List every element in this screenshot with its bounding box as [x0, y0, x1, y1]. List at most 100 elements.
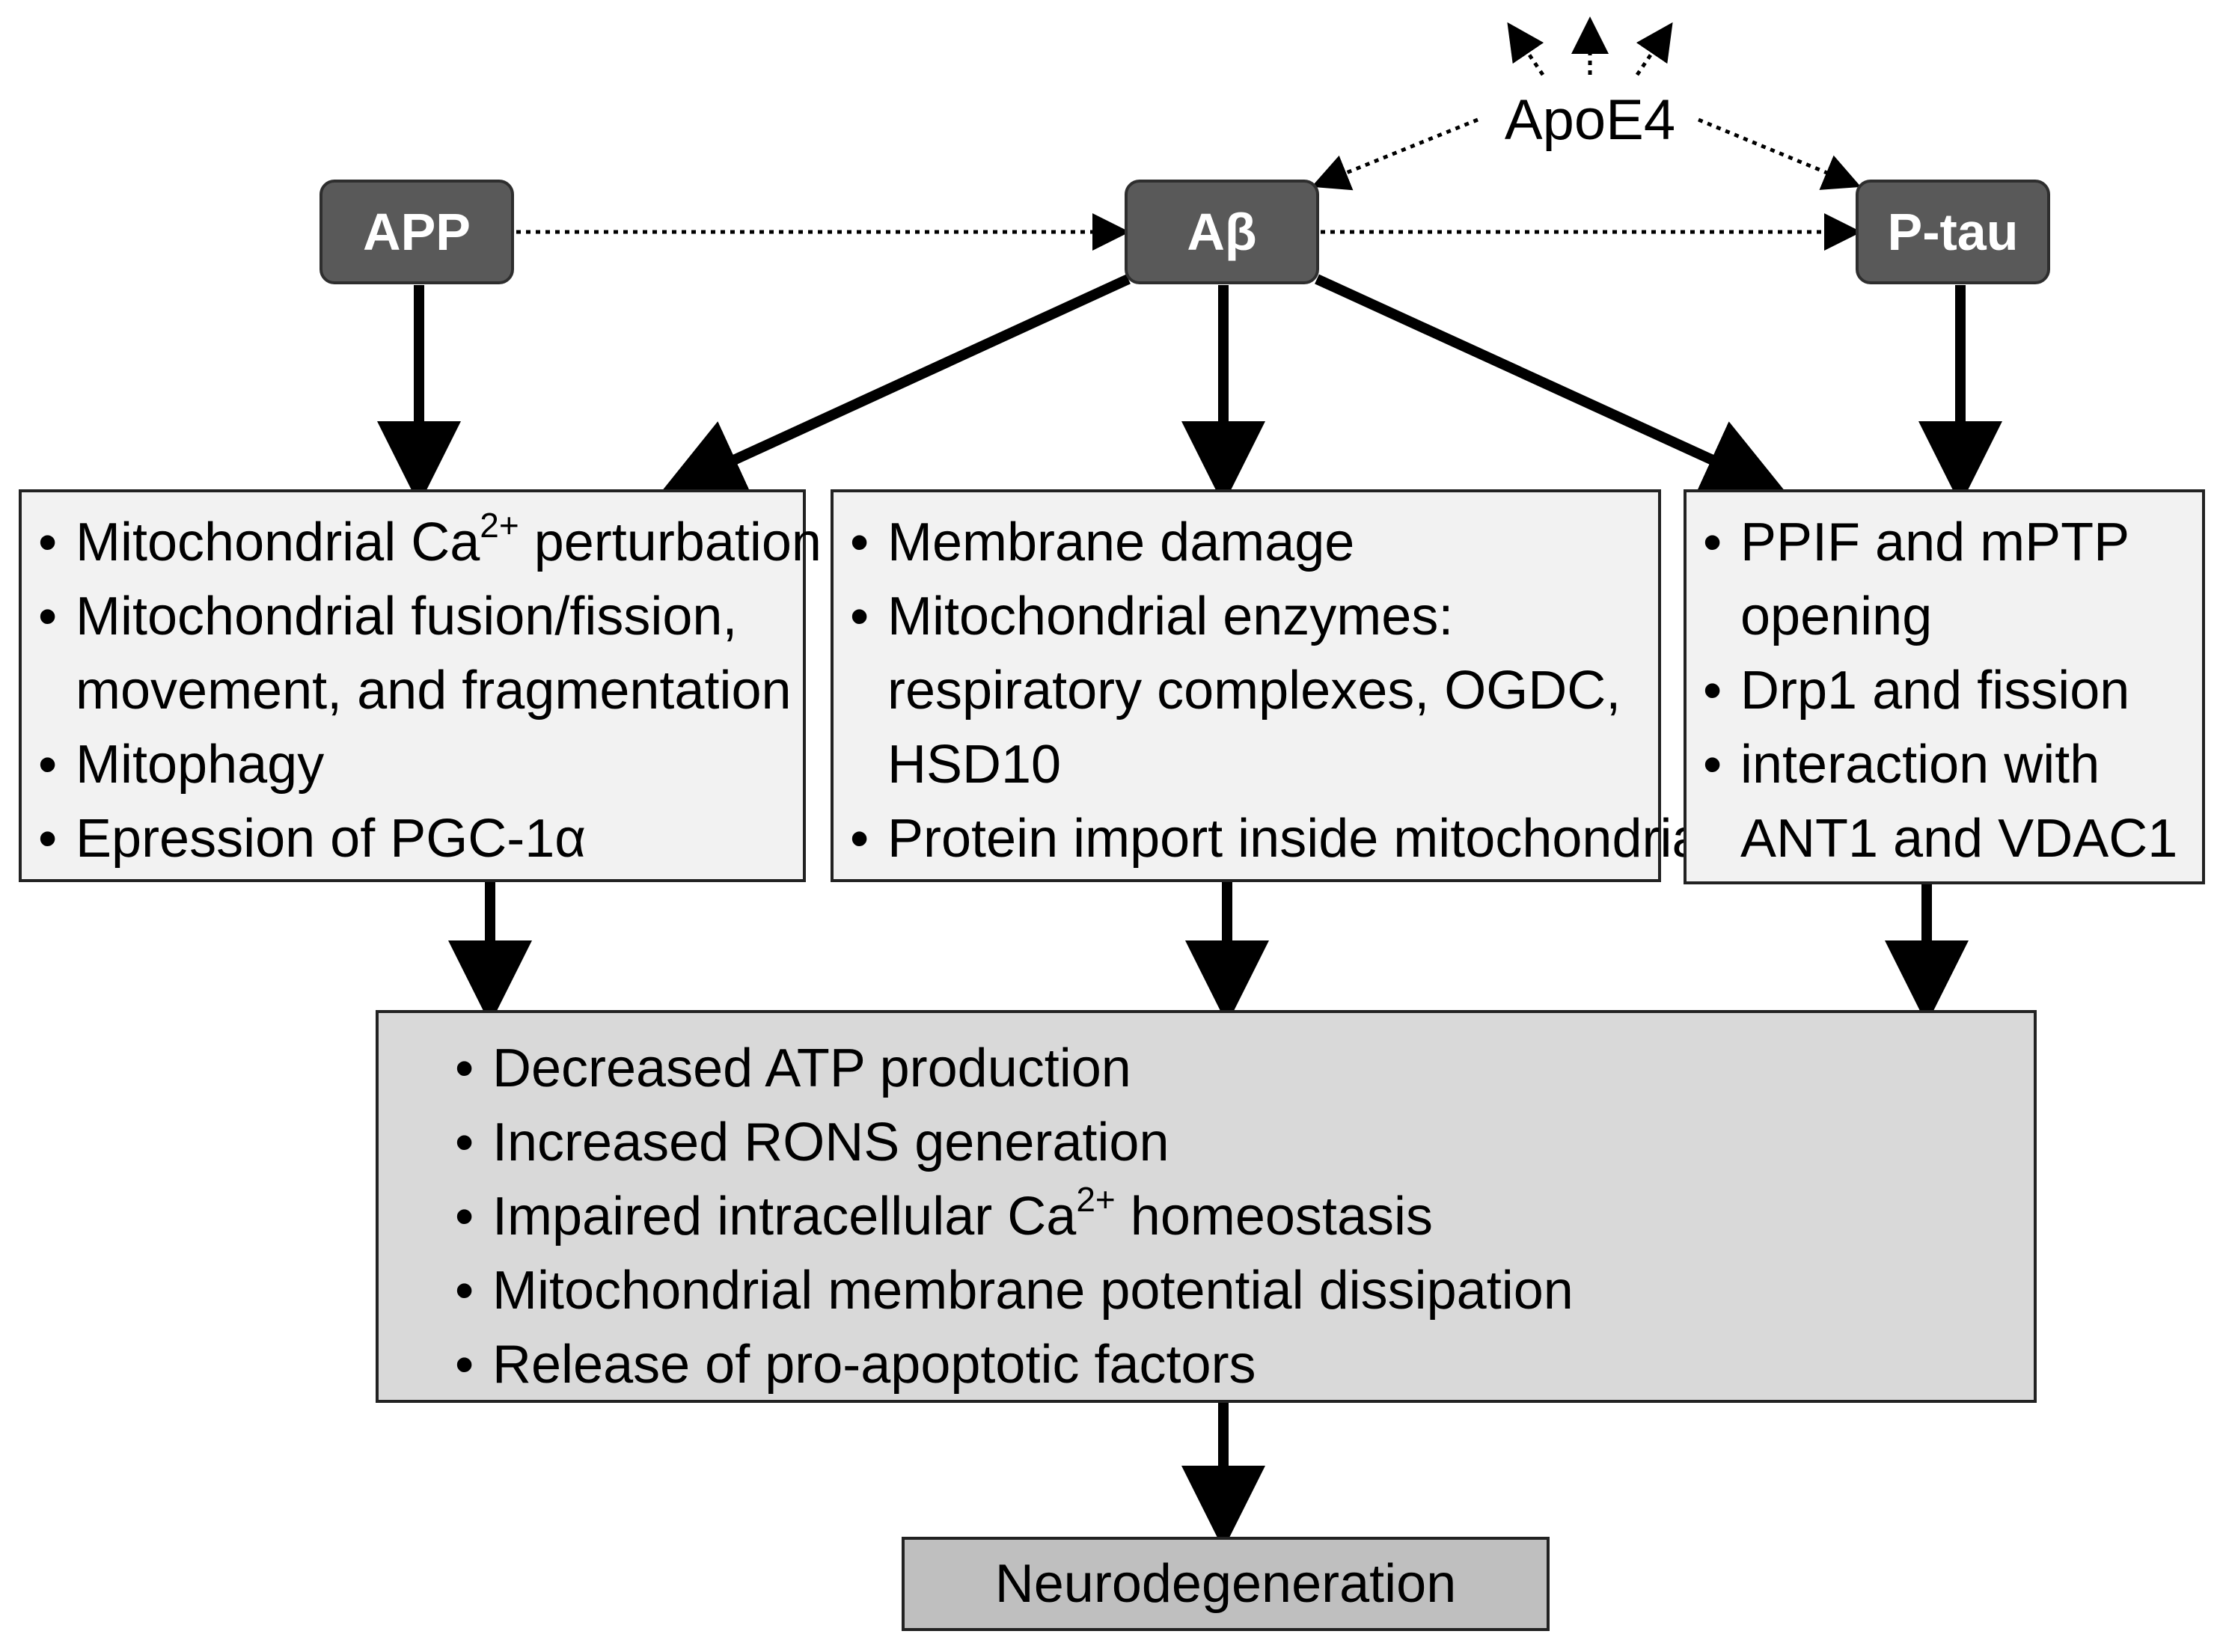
bullet-marker: •	[38, 513, 58, 572]
bullet-text-suffix: perturbation	[519, 513, 822, 572]
bullet-text-line: Mitochondrial membrane potential dissipa…	[492, 1254, 2019, 1328]
bullet-text-suffix: homeostasis	[1115, 1187, 1433, 1246]
bullet-marker: •	[455, 1335, 474, 1395]
bullet-text-line: PPIF and mPTP	[1740, 506, 2195, 580]
bullet-text: respiratory complexes, OGDC,	[887, 661, 1621, 721]
box-mitochondrial-dysfunction-list: • Decreased ATP production • Increased RONS…	[446, 1032, 2019, 1402]
box-abeta-effects: • Membrane damage • Mitochondrial enzymes: r…	[831, 489, 1702, 882]
bullet-text-line: interaction with	[1740, 728, 2195, 802]
bullet-marker: •	[455, 1187, 474, 1246]
node-apoe4-label: ApoE4	[1504, 88, 1676, 152]
node-ptau: P-tau	[1856, 180, 2050, 284]
bullet-text: movement, and fragmentation	[76, 661, 792, 721]
bullet-marker: •	[1703, 735, 1722, 795]
bullet-item: • Protein import inside mitochondria	[841, 802, 1702, 876]
bullet-item: • Membrane damage	[841, 506, 1651, 580]
bullet-text: ANT1 and VDAC1	[1740, 809, 2178, 869]
bullet-text: Mitochondrial fusion/fission,	[76, 587, 738, 646]
superscript: 2+	[1076, 1180, 1116, 1219]
bullet-text-line: Impaired intracellular Ca2+ homeostasis	[492, 1180, 2019, 1254]
bullet-marker: •	[38, 809, 58, 869]
bullet-text: Mitochondrial enzymes:	[887, 587, 1454, 646]
bullet-text-line: Increased RONS generation	[492, 1106, 2019, 1180]
bullet-text-line: Mitochondrial Ca2+ perturbation	[76, 506, 822, 580]
arrow-apoe4-up-right	[1635, 22, 1673, 76]
box-neurodegeneration: Neurodegeneration	[902, 1537, 1550, 1631]
bullet-item: • Mitochondrial enzymes: respiratory compl…	[841, 580, 1651, 802]
bullet-text-line: ANT1 and VDAC1	[1740, 802, 2195, 876]
bullet-text: Impaired intracellular Ca	[492, 1187, 1077, 1246]
bullet-text: interaction with	[1740, 735, 2100, 795]
bullet-text-line: movement, and fragmentation	[76, 654, 795, 728]
node-apoe4: ApoE4	[1504, 82, 1676, 157]
node-app-label: APP	[363, 203, 471, 261]
bullet-item: • Increased RONS generation	[446, 1106, 2019, 1180]
bullet-item: • PPIF and mPTP opening	[1694, 506, 2195, 654]
bullet-item: • Mitophagy	[29, 728, 795, 802]
bullet-item: • Release of pro-apoptotic factors	[446, 1328, 2019, 1402]
bullet-text-line: Epression of PGC-1α	[76, 802, 795, 876]
arrow-abeta-to-right-box	[1315, 274, 1788, 498]
box-app-effects-list: • Mitochondrial Ca2+ perturbation • Mitocho…	[29, 506, 822, 876]
bullet-text: Release of pro-apoptotic factors	[492, 1335, 1256, 1395]
bullet-text: Mitophagy	[76, 735, 325, 795]
bullet-text-line: Decreased ATP production	[492, 1032, 2019, 1106]
bullet-marker: •	[850, 513, 869, 572]
bullet-marker: •	[1703, 513, 1722, 572]
bullet-text-line: Release of pro-apoptotic factors	[492, 1328, 2019, 1402]
node-abeta-label: Aβ	[1187, 203, 1257, 261]
bullet-text: Epression of PGC-1α	[76, 809, 586, 869]
bullet-text: PPIF and mPTP	[1740, 513, 2130, 572]
arrow-apoe4-up-left	[1507, 22, 1545, 76]
bullet-text: Increased RONS generation	[492, 1113, 1169, 1172]
bullet-text: Drp1 and fission	[1740, 661, 2130, 721]
box-mitochondrial-dysfunction: • Decreased ATP production • Increased RONS…	[376, 1010, 2037, 1403]
bullet-marker: •	[455, 1113, 474, 1172]
bullet-text-line: Drp1 and fission	[1740, 654, 2195, 728]
bullet-text: HSD10	[887, 735, 1062, 795]
bullet-marker: •	[850, 809, 869, 869]
bullet-item: • Mitochondrial Ca2+ perturbation	[29, 506, 822, 580]
node-abeta: Aβ	[1125, 180, 1319, 284]
arrow-apoe4-to-abeta	[1311, 117, 1479, 191]
bullet-text-line: respiratory complexes, OGDC,	[887, 654, 1651, 728]
bullet-marker: •	[850, 587, 869, 646]
node-ptau-label: P-tau	[1887, 203, 2019, 261]
arrow-abeta-to-left-box	[658, 274, 1131, 498]
bullet-item: • Decreased ATP production	[446, 1032, 2019, 1106]
bullet-item: • Drp1 and fission	[1694, 654, 2195, 728]
bullet-marker: •	[455, 1038, 474, 1098]
arrow-apoe4-to-ptau	[1698, 117, 1862, 190]
bullet-item: • Epression of PGC-1α	[29, 802, 795, 876]
bullet-item: • Impaired intracellular Ca2+ homeostasis	[446, 1180, 2019, 1254]
node-app: APP	[319, 180, 514, 284]
bullet-text: Mitochondrial Ca	[76, 513, 480, 572]
bullet-text: opening	[1740, 587, 1933, 646]
bullet-text-line: HSD10	[887, 728, 1651, 802]
box-abeta-effects-list: • Membrane damage • Mitochondrial enzymes: r…	[841, 506, 1702, 876]
bullet-text: Protein import inside mitochondria	[887, 809, 1702, 869]
bullet-item: • Mitochondrial fusion/fission, movement, …	[29, 580, 795, 728]
bullet-marker: •	[455, 1261, 474, 1321]
bullet-text-line: opening	[1740, 580, 2195, 654]
bullet-text: Decreased ATP production	[492, 1038, 1131, 1098]
bullet-text-line: Membrane damage	[887, 506, 1651, 580]
box-app-effects: • Mitochondrial Ca2+ perturbation • Mitocho…	[19, 489, 822, 882]
bullet-text-line: Mitochondrial fusion/fission,	[76, 580, 795, 654]
box-ptau-effects: • PPIF and mPTP opening • Drp1 and fission • i…	[1684, 489, 2205, 884]
bullet-text: Mitochondrial membrane potential dissipa…	[492, 1261, 1574, 1321]
bullet-marker: •	[1703, 661, 1722, 721]
box-ptau-effects-list: • PPIF and mPTP opening • Drp1 and fission • i…	[1694, 506, 2195, 876]
bullet-text: Membrane damage	[887, 513, 1355, 572]
bullet-marker: •	[38, 735, 58, 795]
neurodegeneration-label: Neurodegeneration	[994, 1554, 1457, 1614]
bullet-item: • Mitochondrial membrane potential dissip…	[446, 1254, 2019, 1328]
bullet-text-line: Mitochondrial enzymes:	[887, 580, 1651, 654]
superscript: 2+	[480, 506, 519, 545]
bullet-marker: •	[38, 587, 58, 646]
bullet-text-line: Mitophagy	[76, 728, 795, 802]
bullet-text-line: Protein import inside mitochondria	[887, 802, 1702, 876]
